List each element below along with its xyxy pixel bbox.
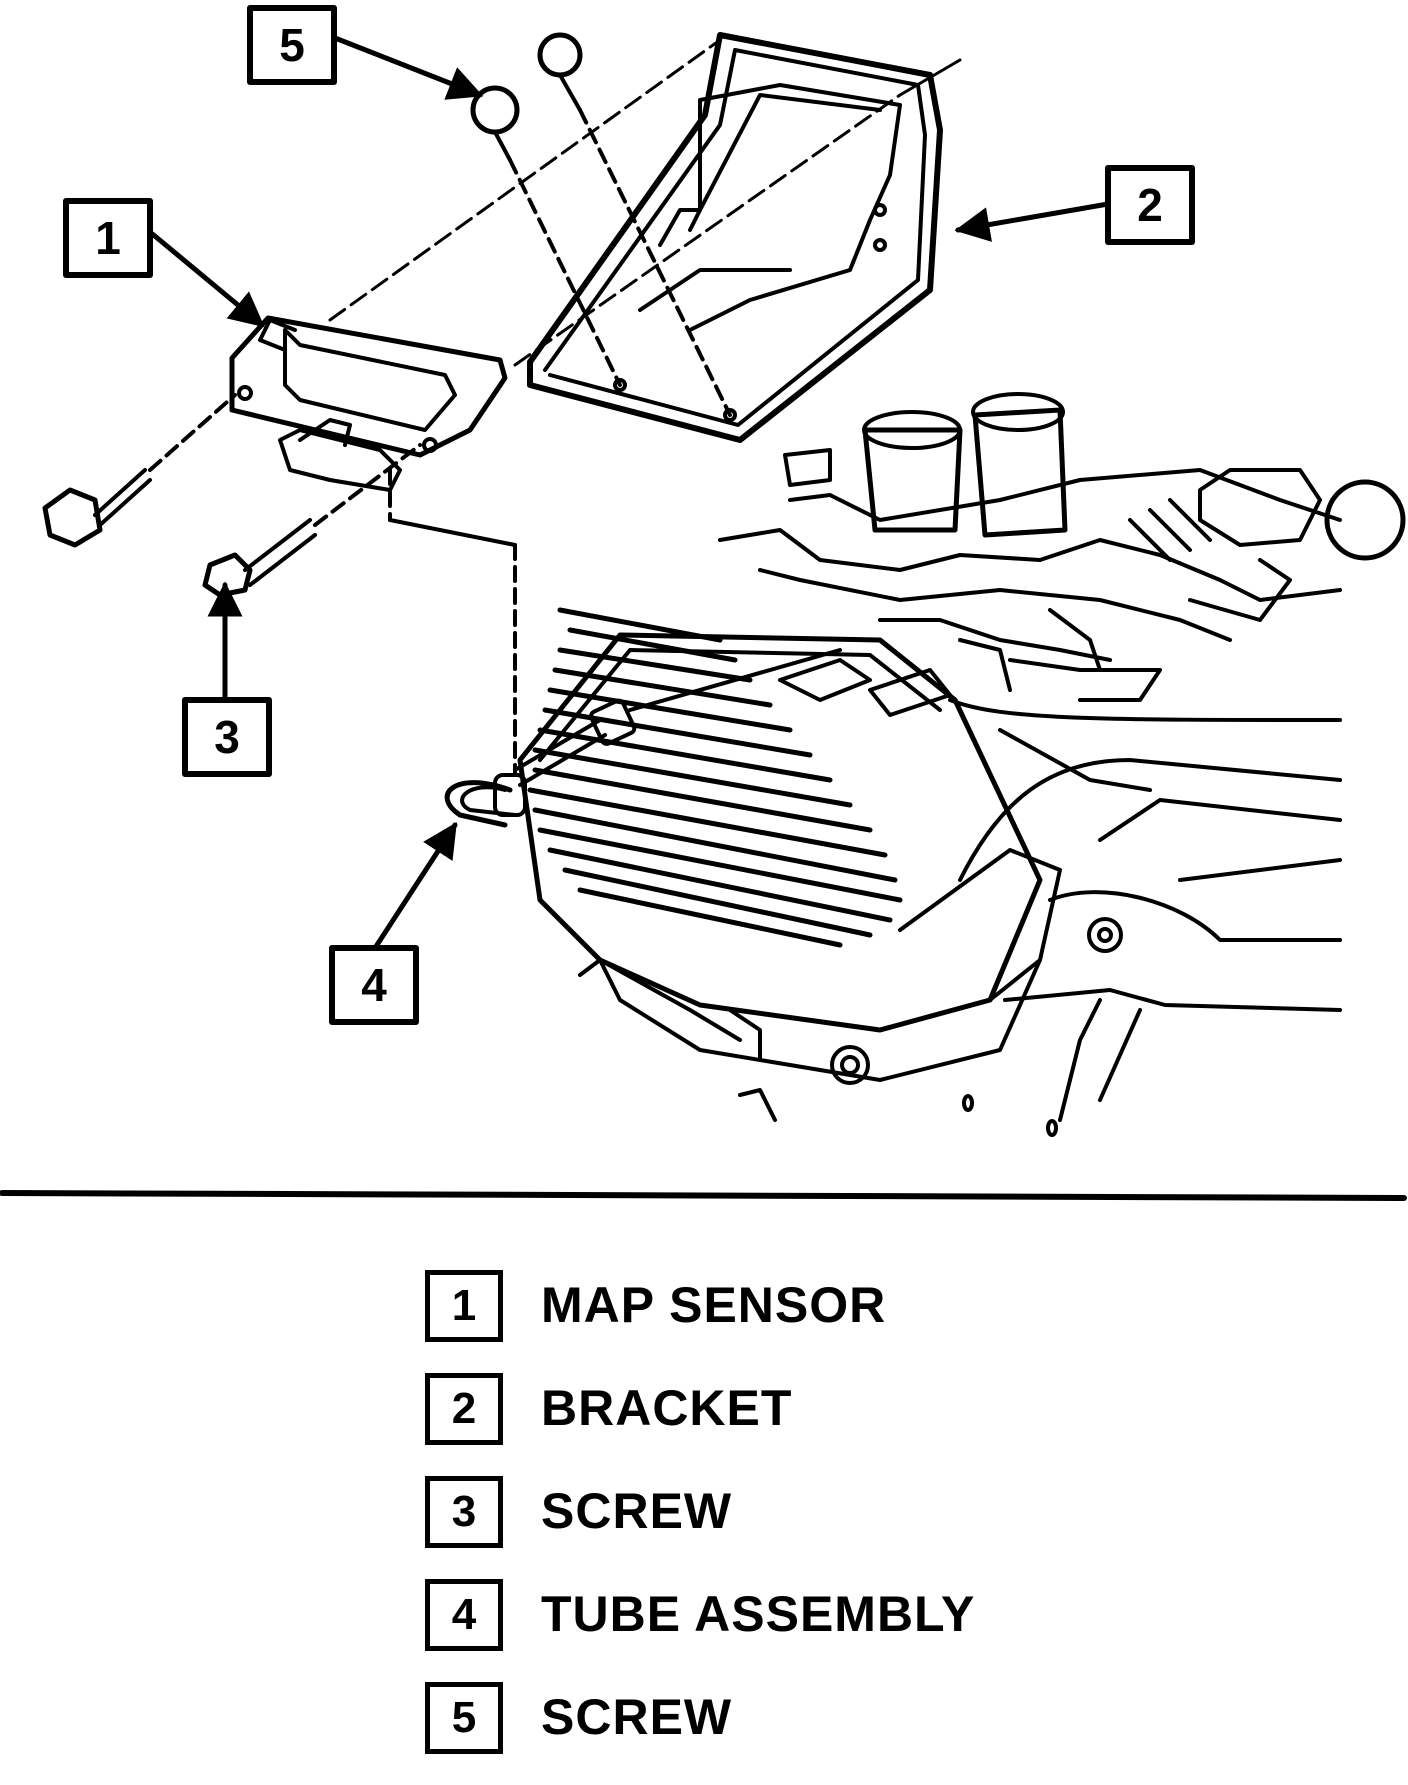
intake-manifold <box>948 698 1342 1122</box>
legend-row: 4 TUBE ASSEMBLY <box>425 1579 1125 1682</box>
sensor-screw-left <box>42 393 237 548</box>
legend-number-box: 1 <box>425 1270 503 1342</box>
parts-legend: 1 MAP SENSOR 2 BRACKET 3 SCREW 4 TUBE AS… <box>425 1270 1125 1785</box>
callout-3-number: 3 <box>214 711 240 763</box>
legend-label: SCREW <box>541 1689 733 1745</box>
legend-row: 2 BRACKET <box>425 1373 1125 1476</box>
callout-2-number: 2 <box>1137 179 1163 231</box>
callout-2-leader <box>954 201 1111 242</box>
sensor-screw-right <box>202 443 422 598</box>
legend-number-box: 2 <box>425 1373 503 1445</box>
callout-4-leader <box>372 822 458 951</box>
separator-rule <box>0 1190 1407 1201</box>
callout-5-leader <box>332 35 484 100</box>
throttle-body <box>517 607 1123 1137</box>
callout-2-box <box>1105 165 1195 245</box>
map-sensor-part <box>229 315 508 492</box>
legend-row: 5 SCREW <box>425 1682 1125 1785</box>
legend-row: 1 MAP SENSOR <box>425 1270 1125 1373</box>
legend-label: TUBE ASSEMBLY <box>541 1586 976 1642</box>
legend-number-box: 4 <box>425 1579 503 1651</box>
tube-assembly-part <box>388 468 842 828</box>
legend-row: 3 SCREW <box>425 1476 1125 1579</box>
legend-label: BRACKET <box>541 1380 793 1436</box>
legend-label: MAP SENSOR <box>541 1277 887 1333</box>
legend-number-box: 3 <box>425 1476 503 1548</box>
callout-4-box <box>329 945 419 1025</box>
bracket-part <box>527 32 943 443</box>
fuel-fittings <box>718 392 1406 702</box>
callout-4-number: 4 <box>361 959 387 1011</box>
legend-label: SCREW <box>541 1483 733 1539</box>
callout-5-box <box>247 5 337 85</box>
callout-1-leader <box>147 229 265 328</box>
callout-3-box <box>182 697 272 777</box>
legend-number-box: 5 <box>425 1682 503 1754</box>
callout-1-number: 1 <box>95 212 121 264</box>
callout-5-number: 5 <box>279 19 305 71</box>
callout-1-box <box>63 198 153 278</box>
bracket-screws-top <box>470 32 732 417</box>
